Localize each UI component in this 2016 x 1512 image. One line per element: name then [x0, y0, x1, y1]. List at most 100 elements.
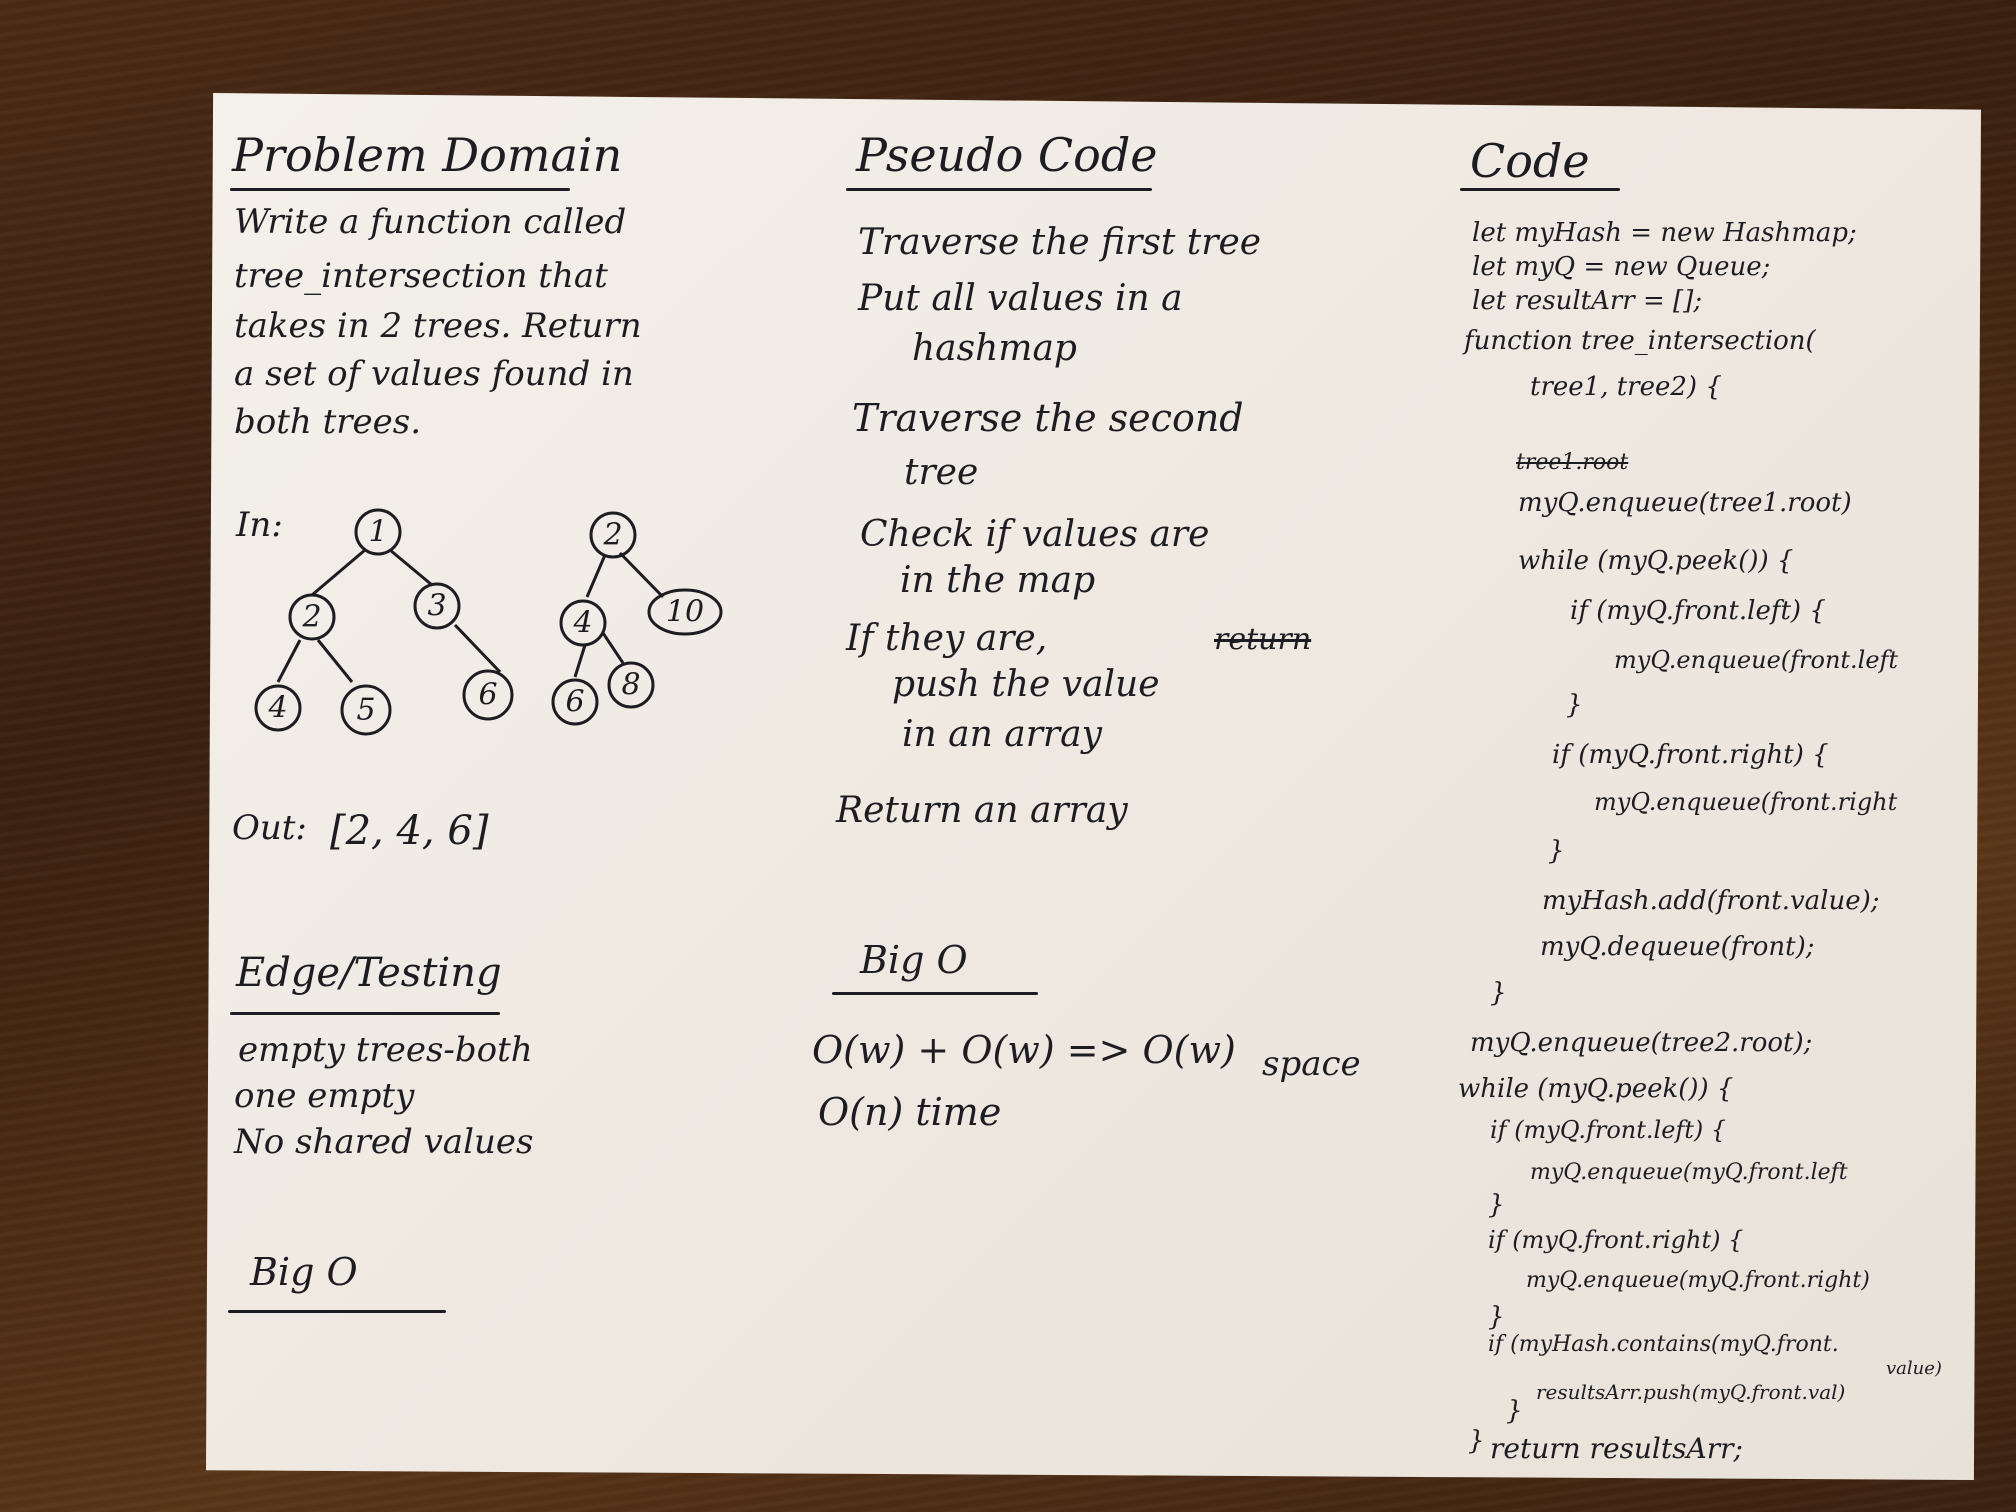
- tree-node: [354, 508, 402, 556]
- pseudo-code-heading: Pseudo Code: [856, 128, 1158, 182]
- code-line: myQ.enqueue(tree1.root): [1518, 488, 1852, 518]
- code-line: }: [1506, 1396, 1523, 1426]
- code-line: let myQ = new Queue;: [1472, 252, 1771, 282]
- output-label: Out:: [232, 808, 307, 848]
- code-line: if (myQ.front.left) {: [1490, 1116, 1727, 1144]
- code-heading-underline: [1460, 188, 1620, 191]
- big-o-space-label: space: [1262, 1044, 1361, 1084]
- tree-node-label: 6: [565, 685, 584, 720]
- tree-node: [607, 661, 655, 709]
- code-line: function tree_intersection(: [1464, 326, 1816, 356]
- pseudo-line: Traverse the first tree: [858, 222, 1262, 263]
- pseudo-line: If they are,: [846, 618, 1048, 659]
- tree-node-label: 5: [356, 693, 375, 728]
- edge-case-item: empty trees-both: [238, 1030, 533, 1070]
- tree-node-label: 2: [301, 600, 321, 635]
- tree-node-label: 8: [621, 668, 640, 703]
- pseudo-line: push the value: [892, 664, 1160, 705]
- code-line: value): [1886, 1358, 1942, 1379]
- code-line: }: [1548, 836, 1565, 866]
- edge-heading-underline: [230, 1012, 500, 1015]
- code-line: tree1, tree2) {: [1530, 372, 1722, 402]
- tree-node-label: 6: [478, 678, 497, 713]
- code-line: }: [1468, 1426, 1485, 1456]
- code-line: myQ.enqueue(front.left: [1614, 646, 1899, 674]
- edge-case-item: No shared values: [234, 1122, 534, 1162]
- problem-line: tree_intersection that: [234, 256, 608, 296]
- tree-node: [647, 588, 723, 636]
- tree-node: [288, 593, 336, 641]
- code-line: if (myQ.front.left) {: [1570, 596, 1826, 626]
- code-line: while (myQ.peek()) {: [1458, 1074, 1734, 1104]
- output-value: [2, 4, 6]: [330, 808, 489, 854]
- tree-edge: [276, 639, 302, 683]
- code-line: myQ.dequeue(front);: [1540, 932, 1815, 962]
- tree-node-label: 3: [427, 589, 446, 624]
- pseudo-line: Return an array: [836, 790, 1128, 831]
- problem-heading-underline: [230, 188, 570, 191]
- pseudo-line: Put all values in a: [858, 278, 1183, 319]
- tree-node: [559, 599, 607, 647]
- big-o-heading-left: Big O: [250, 1250, 358, 1294]
- tree-edge: [573, 644, 587, 678]
- code-line: let myHash = new Hashmap;: [1472, 218, 1857, 248]
- code-line: myHash.add(front.value);: [1542, 886, 1880, 916]
- big-o-time: O(n) time: [818, 1090, 1002, 1134]
- edge-testing-heading: Edge/Testing: [236, 950, 502, 996]
- pseudo-line: in an array: [902, 714, 1102, 755]
- problem-line: Write a function called: [234, 202, 627, 242]
- code-line: }: [1488, 1302, 1505, 1332]
- big-o-center-underline: [832, 992, 1038, 995]
- code-line: return resultsArr;: [1490, 1432, 1743, 1465]
- big-o-heading-center: Big O: [860, 938, 968, 982]
- big-o-left-underline: [228, 1310, 446, 1313]
- code-line: myQ.enqueue(myQ.front.right): [1526, 1268, 1870, 1293]
- code-line: if (myQ.front.right) {: [1552, 740, 1829, 770]
- tree-node: [551, 678, 599, 726]
- tree-node: [413, 582, 461, 630]
- tree-edge: [618, 551, 665, 599]
- tree-edge: [601, 632, 625, 664]
- problem-domain-heading: Problem Domain: [232, 128, 623, 182]
- code-line: if (myQ.front.right) {: [1488, 1226, 1744, 1254]
- pseudo-line: Check if values are: [860, 514, 1210, 555]
- tree-edge: [311, 548, 366, 597]
- tree-node: [254, 684, 302, 732]
- tree-node-label: 4: [572, 606, 592, 641]
- tree-node: [462, 669, 514, 721]
- pseudo-line: Traverse the second: [852, 396, 1244, 440]
- problem-line: a set of values found in: [234, 354, 634, 394]
- code-line: myQ.enqueue(front.right: [1594, 788, 1898, 816]
- big-o-space: O(w) + O(w) => O(w): [812, 1028, 1236, 1072]
- code-line: while (myQ.peek()) {: [1518, 546, 1794, 576]
- tree-2-diagram: 2 4 10 6 8: [551, 511, 723, 726]
- code-line: }: [1488, 1190, 1505, 1220]
- tree-1-diagram: 1 2 3 4 5 6: [254, 508, 514, 736]
- code-line: }: [1566, 690, 1583, 720]
- tree-edge: [389, 548, 433, 587]
- pseudo-strikethrough-word: return: [1214, 622, 1312, 657]
- tree-edge: [316, 639, 354, 683]
- code-line: if (myHash.contains(myQ.front.: [1488, 1332, 1839, 1357]
- tree-node-label: 4: [267, 691, 287, 726]
- problem-line: takes in 2 trees. Return: [234, 306, 642, 346]
- code-strikethrough-line: tree1.root: [1516, 450, 1629, 475]
- code-heading: Code: [1470, 134, 1590, 188]
- tree-edge: [585, 554, 607, 598]
- code-line: let resultArr = [];: [1472, 286, 1703, 316]
- code-line: }: [1490, 978, 1507, 1008]
- tree-node-label: 1: [368, 515, 387, 550]
- pseudo-line: hashmap: [912, 328, 1077, 369]
- edge-case-item: one empty: [234, 1076, 415, 1116]
- tree-node: [589, 511, 637, 559]
- tree-node-label: 10: [666, 595, 704, 630]
- tree-edge: [453, 623, 502, 674]
- tree-node: [340, 684, 392, 736]
- pseudo-line: tree: [904, 452, 979, 493]
- pseudo-heading-underline: [846, 188, 1152, 191]
- input-label: In:: [236, 505, 283, 545]
- pseudo-line: in the map: [900, 560, 1096, 601]
- code-line: myQ.enqueue(myQ.front.left: [1530, 1160, 1848, 1185]
- paper-sheet: [206, 93, 1981, 1480]
